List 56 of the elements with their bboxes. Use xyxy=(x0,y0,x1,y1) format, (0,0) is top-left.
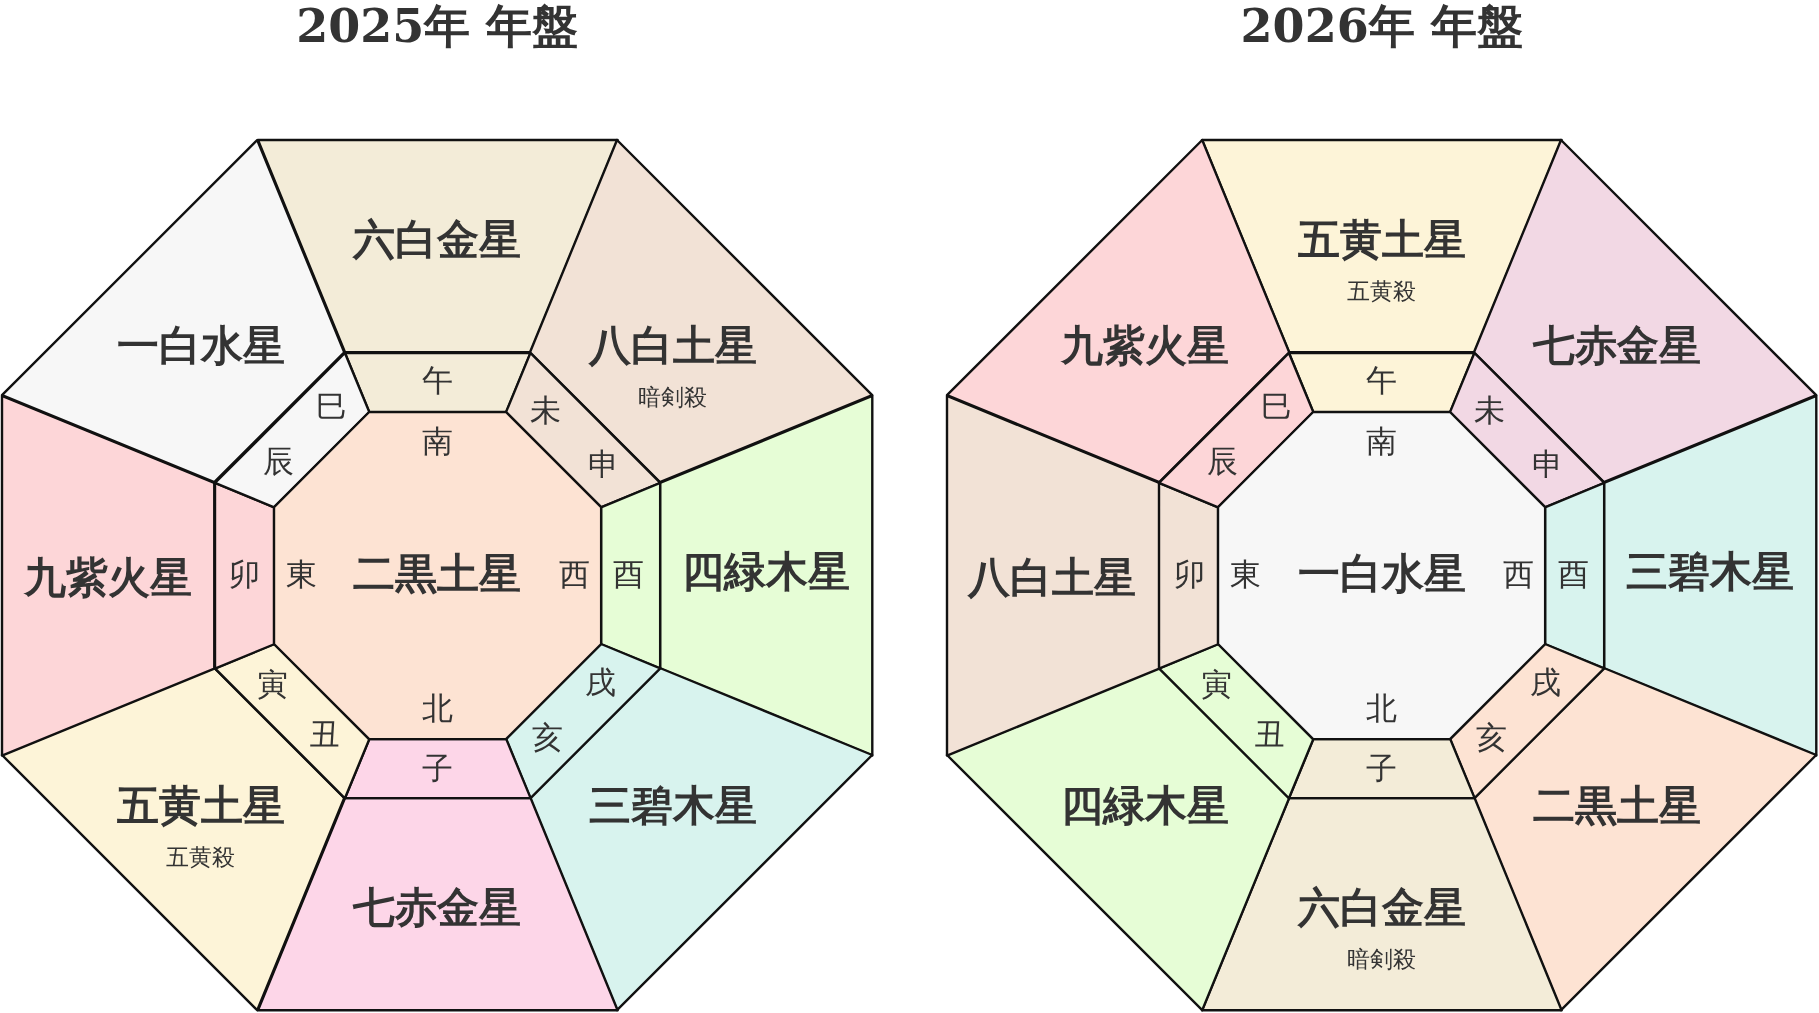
zodiac-label: 辰 xyxy=(262,445,294,477)
star-name: 二黒土星 xyxy=(353,553,522,596)
zodiac-label: 未 xyxy=(529,394,561,425)
star-name: 三碧木星 xyxy=(588,785,757,828)
star-name: 一白水星 xyxy=(1297,553,1466,596)
zodiac-label: 酉 xyxy=(1557,558,1589,590)
star-name: 五黄土星 xyxy=(1297,219,1466,262)
direction-label: 西 xyxy=(1503,558,1535,590)
star-name: 五黄土星 xyxy=(116,785,285,828)
zodiac-label: 未 xyxy=(1474,394,1506,425)
star-name: 九紫火星 xyxy=(1060,324,1229,367)
zodiac-label: 午 xyxy=(1366,365,1398,396)
note-label: 五黄殺 xyxy=(1347,279,1417,303)
note-label: 暗剣殺 xyxy=(1347,947,1417,971)
star-name: 二黒土星 xyxy=(1533,785,1702,828)
zodiac-label: 寅 xyxy=(257,668,289,700)
note-label: 五黄殺 xyxy=(166,845,236,869)
zodiac-label: 卯 xyxy=(1173,558,1205,590)
zodiac-label: 卯 xyxy=(229,558,261,590)
star-name: 八白土星 xyxy=(588,324,757,367)
note-label: 暗剣殺 xyxy=(638,385,708,409)
star-name: 一白水星 xyxy=(116,324,285,367)
zodiac-label: 戌 xyxy=(585,666,617,698)
direction-label: 北 xyxy=(1366,692,1398,724)
direction-label: 南 xyxy=(1366,425,1398,457)
star-name: 四緑木星 xyxy=(681,550,850,593)
chart-title: 2026年 年盤 xyxy=(1240,2,1523,49)
direction-label: 北 xyxy=(421,692,453,724)
zodiac-label: 巳 xyxy=(316,390,348,422)
direction-label: 東 xyxy=(1230,558,1262,590)
direction-label: 南 xyxy=(421,425,453,457)
star-name: 七赤金星 xyxy=(1533,324,1702,367)
star-name: 六白金星 xyxy=(1297,887,1466,930)
star-name: 三碧木星 xyxy=(1625,550,1794,593)
zodiac-label: 辰 xyxy=(1207,445,1239,477)
zodiac-label: 戌 xyxy=(1529,666,1561,698)
zodiac-label: 亥 xyxy=(1476,721,1508,753)
zodiac-label: 申 xyxy=(587,448,619,480)
star-name: 七赤金星 xyxy=(353,887,522,930)
direction-label: 東 xyxy=(286,558,318,590)
zodiac-label: 子 xyxy=(421,752,453,784)
zodiac-label: 酉 xyxy=(613,558,645,590)
star-name: 八白土星 xyxy=(968,556,1137,599)
chart-title: 2025年 年盤 xyxy=(296,2,579,49)
zodiac-label: 午 xyxy=(421,365,453,396)
direction-label: 西 xyxy=(558,558,590,590)
zodiac-label: 巳 xyxy=(1260,390,1292,422)
zodiac-label: 丑 xyxy=(1253,718,1285,750)
star-name: 六白金星 xyxy=(353,219,522,262)
star-name: 九紫火星 xyxy=(23,556,192,599)
zodiac-label: 丑 xyxy=(309,718,341,750)
zodiac-label: 寅 xyxy=(1201,668,1233,700)
star-name: 四緑木星 xyxy=(1060,785,1229,828)
zodiac-label: 亥 xyxy=(532,721,564,753)
zodiac-label: 子 xyxy=(1366,752,1398,784)
zodiac-label: 申 xyxy=(1532,448,1564,480)
